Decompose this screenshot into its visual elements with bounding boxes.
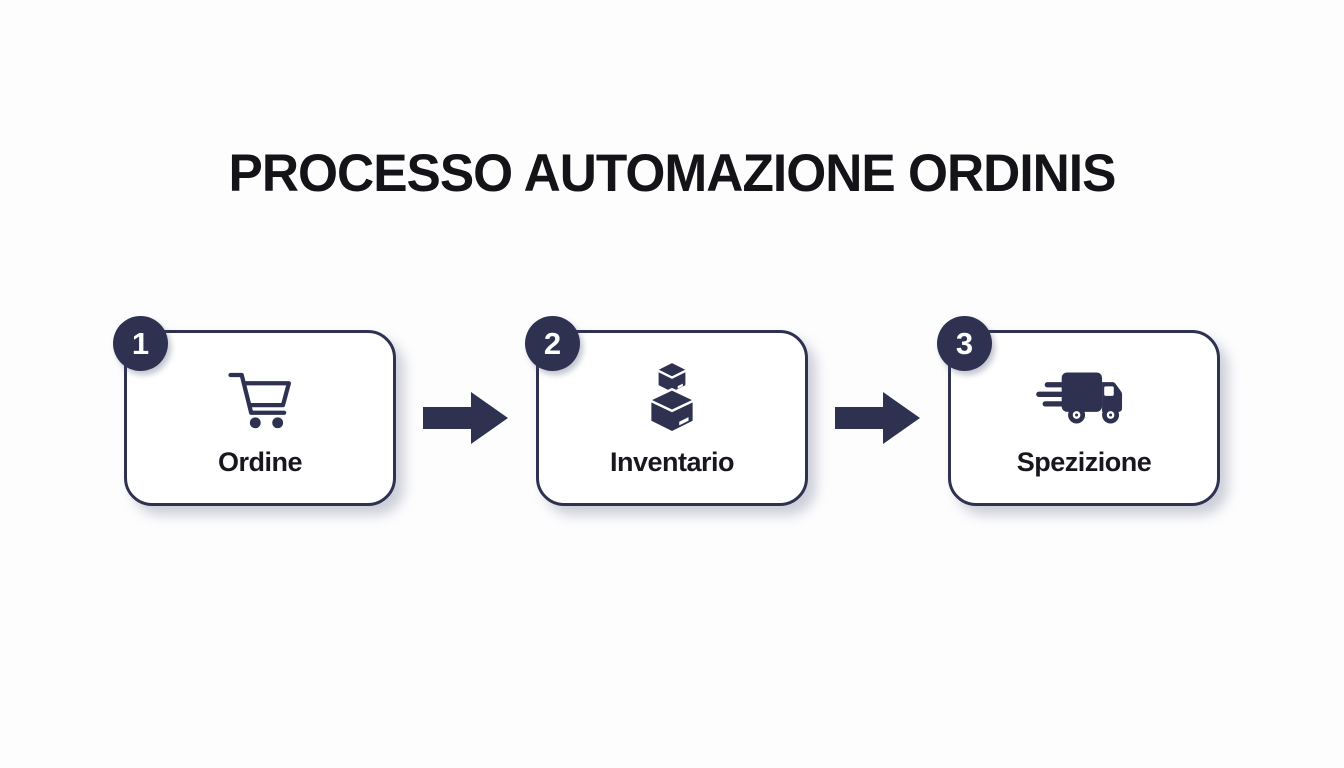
step-number-badge: 3 (937, 316, 992, 371)
flow-connector (808, 391, 948, 445)
step-number-badge: 2 (525, 316, 580, 371)
step-card-inventario: 2 Inventario (525, 316, 808, 506)
stacked-boxes-icon (639, 359, 705, 437)
step-number-badge: 1 (113, 316, 168, 371)
step-label: Inventario (609, 446, 735, 477)
flow-connector (396, 391, 536, 445)
step-card-spezizione: Spezizione 3 (937, 316, 1220, 506)
step-label: Ordine (217, 446, 303, 477)
process-flow-row: 1 Ordine 2 (0, 316, 1344, 506)
shopping-cart-icon (219, 359, 301, 437)
delivery-truck-icon (1033, 359, 1135, 437)
step-card-ordine: 1 Ordine (113, 316, 396, 506)
right-arrow-icon (835, 392, 920, 444)
step-label: Spezizione (1016, 446, 1152, 477)
right-arrow-icon (423, 392, 508, 444)
diagram-title: PROCESSO AUTOMAZIONE ORDINIS (228, 144, 1117, 203)
